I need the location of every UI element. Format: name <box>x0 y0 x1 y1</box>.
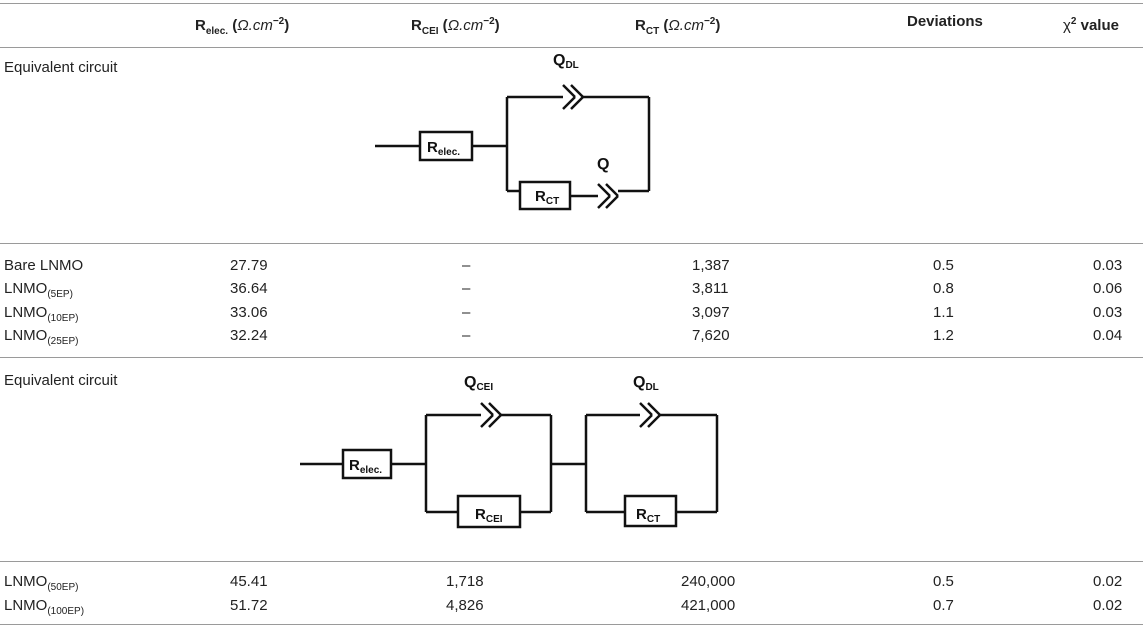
circuit1-q-label: Q <box>597 156 609 173</box>
row2-chi: 0.06 <box>1093 280 1123 297</box>
row1-name: Bare LNMO <box>4 257 84 274</box>
row5-name: LNMO(50EP) <box>4 573 79 593</box>
row2-relec: 36.64 <box>230 280 268 297</box>
row2-rct: 3,811 <box>692 280 729 297</box>
section2-label: Equivalent circuit <box>4 372 118 389</box>
row6-rct: 421,000 <box>681 597 736 614</box>
row3-relec: 33.06 <box>230 304 268 321</box>
row2-rcei: – <box>462 280 471 297</box>
row4-name: LNMO(25EP) <box>4 327 79 347</box>
section1-rule <box>0 243 1143 244</box>
row3-name: LNMO(10EP) <box>4 304 79 324</box>
header-relec: Relec. (Ω.cm−2) <box>195 16 290 37</box>
row4-rcei: – <box>462 327 471 344</box>
circuit2-rcei-label: RCEI <box>475 506 503 525</box>
row1-chi: 0.03 <box>1093 257 1123 274</box>
row4-dev: 1.2 <box>933 327 954 344</box>
row4-chi: 0.04 <box>1093 327 1123 344</box>
row1-dev: 0.5 <box>933 257 954 274</box>
row6-dev: 0.7 <box>933 597 954 614</box>
row5-rct: 240,000 <box>681 573 736 590</box>
row6-name: LNMO(100EP) <box>4 597 85 617</box>
circuit2-rct-label: RCT <box>636 506 660 525</box>
row3-rct: 3,097 <box>692 304 730 321</box>
row1-relec: 27.79 <box>230 257 268 274</box>
equivalent-circuit-1: Relec. QDL Q RCT <box>375 52 651 211</box>
section1-label: Equivalent circuit <box>4 59 118 76</box>
row3-rcei: – <box>462 304 471 321</box>
row2-name: LNMO(5EP) <box>4 280 73 300</box>
row3-chi: 0.03 <box>1093 304 1123 321</box>
row5-chi: 0.02 <box>1093 573 1123 590</box>
circuit2-relec-label: Relec. <box>349 457 382 476</box>
header-chi-square: χ2 value <box>1063 16 1119 34</box>
row6-rcei: 4,826 <box>446 597 484 614</box>
row5-relec: 45.41 <box>230 573 268 590</box>
row1-rcei: – <box>462 257 471 274</box>
rows1-rule <box>0 357 1143 358</box>
circuit1-qdl-label: QDL <box>553 52 579 71</box>
row3-dev: 1.1 <box>933 304 954 321</box>
row5-dev: 0.5 <box>933 573 954 590</box>
circuit1-relec-label: Relec. <box>427 139 460 158</box>
top-rule <box>0 3 1143 4</box>
header-rule <box>0 47 1143 48</box>
row4-relec: 32.24 <box>230 327 268 344</box>
circuit2-qcei-label: QCEI <box>464 374 493 393</box>
header-rct: RCT (Ω.cm−2) <box>635 16 721 37</box>
header-rcei: RCEI (Ω.cm−2) <box>411 16 500 37</box>
row6-chi: 0.02 <box>1093 597 1123 614</box>
row1-rct: 1,387 <box>692 257 730 274</box>
row2-dev: 0.8 <box>933 280 954 297</box>
section2-rule <box>0 561 1143 562</box>
circuit1-rct-label: RCT <box>535 188 559 207</box>
equivalent-circuit-2: Relec. QCEI RCEI QDL RCT <box>300 374 719 529</box>
bottom-rule <box>0 624 1143 625</box>
circuit2-qdl-label: QDL <box>633 374 659 393</box>
row6-relec: 51.72 <box>230 597 268 614</box>
row4-rct: 7,620 <box>692 327 730 344</box>
header-deviations: Deviations <box>907 13 983 30</box>
row5-rcei: 1,718 <box>446 573 484 590</box>
